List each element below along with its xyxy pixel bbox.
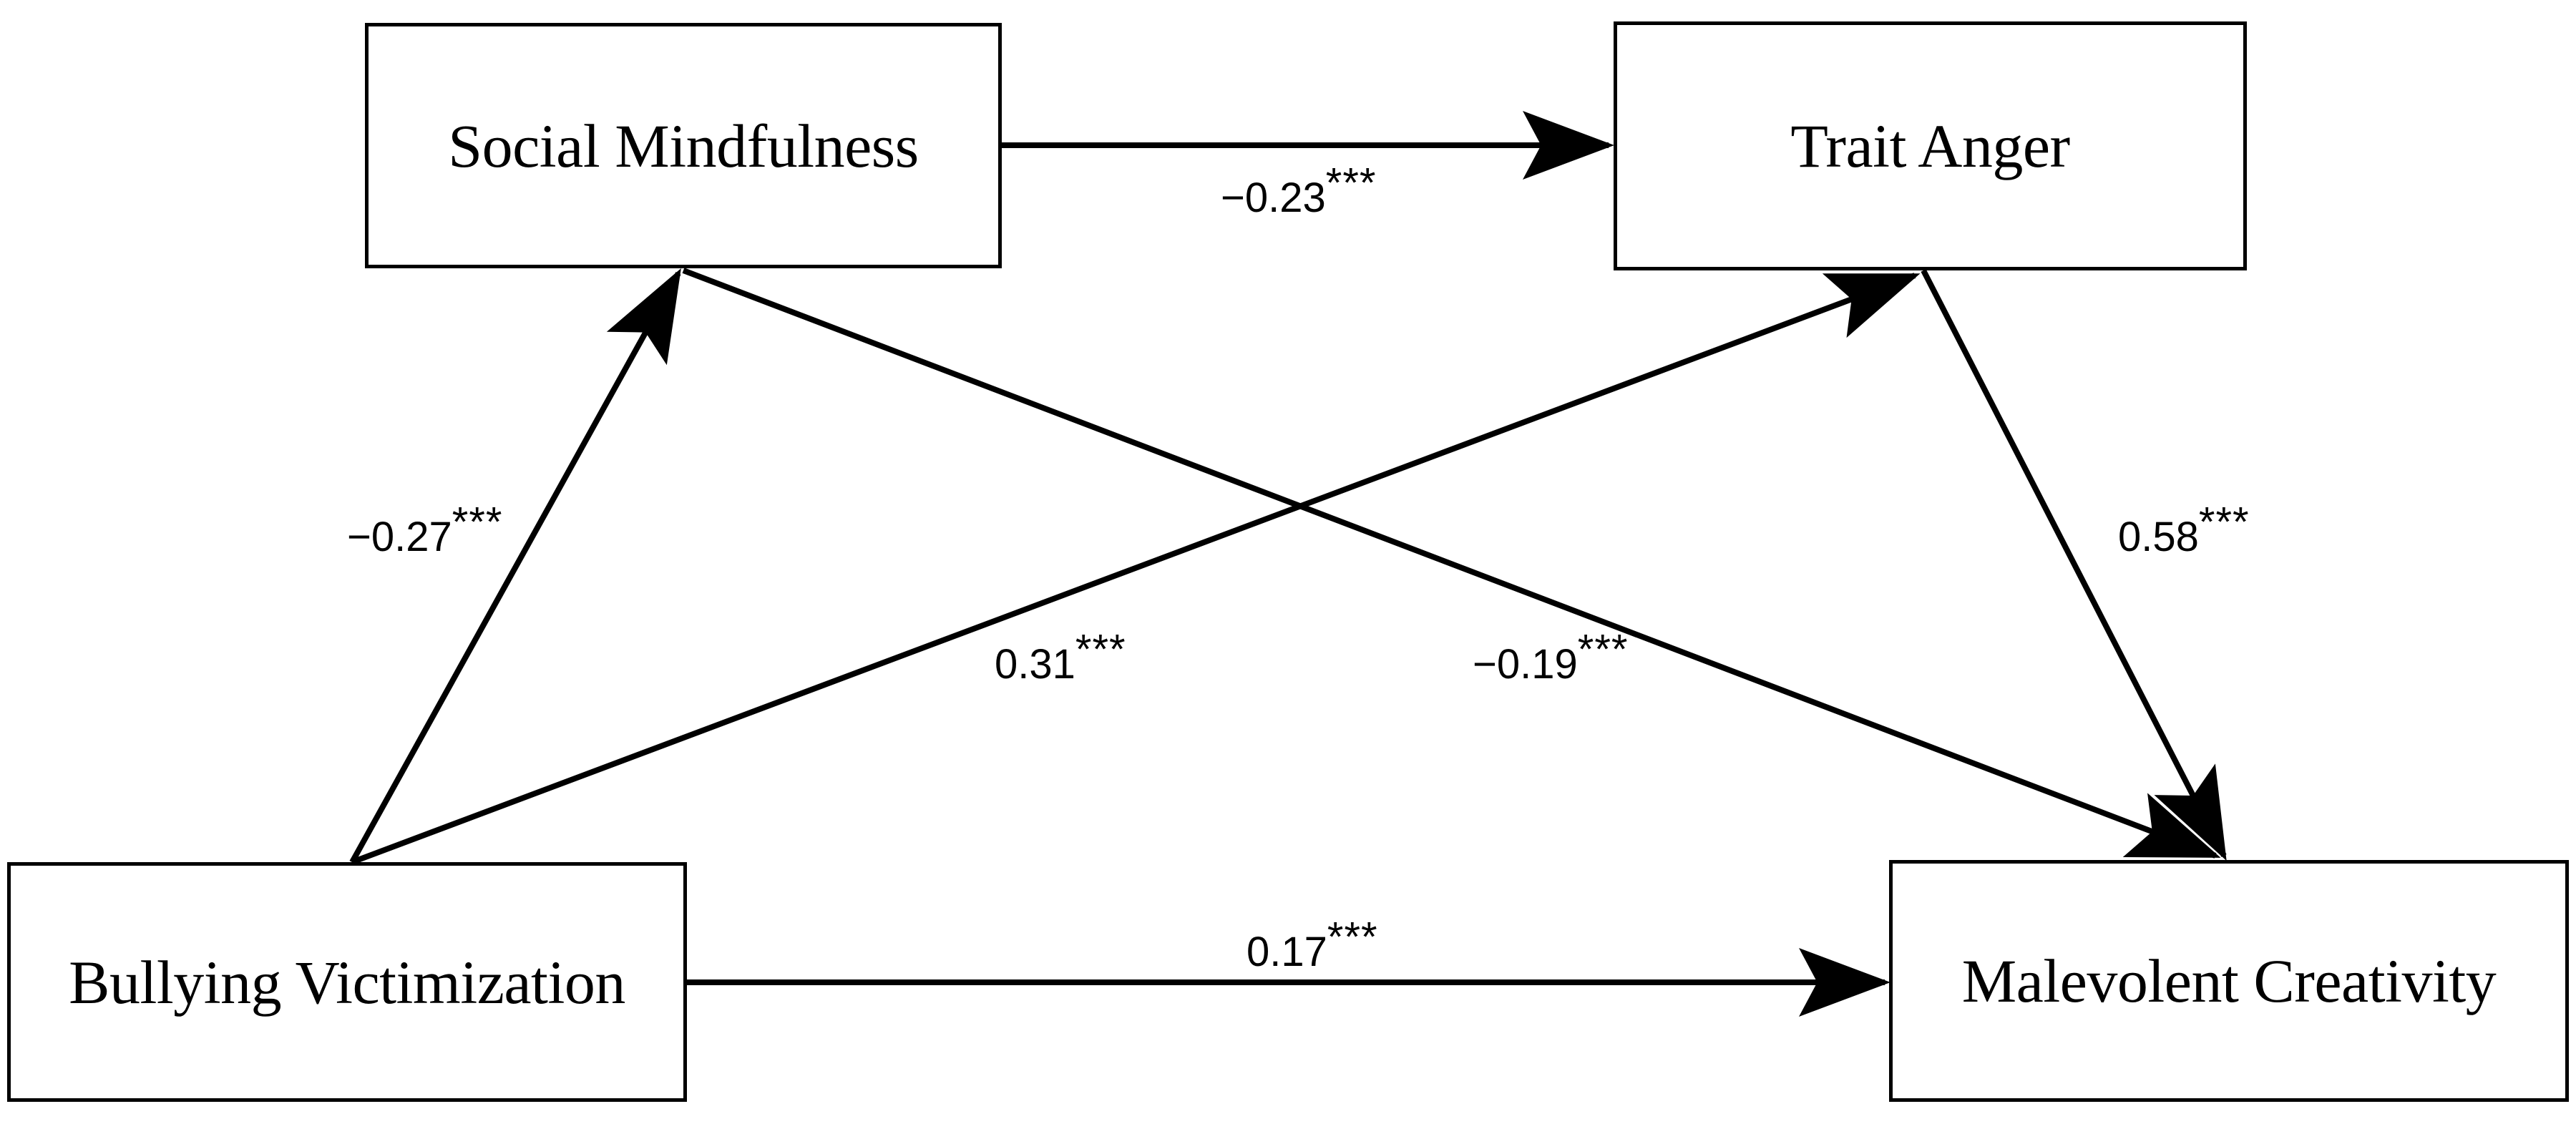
- node-malevolent-creativity[interactable]: Malevolent Creativity: [1889, 860, 2569, 1102]
- path-coefficient-bv-to-ta: 0.31: [995, 641, 1075, 688]
- node-label-malevolent-creativity: Malevolent Creativity: [1961, 947, 2497, 1015]
- path-coefficient-bv-to-mc: 0.17: [1246, 929, 1327, 975]
- path-label-bv-to-mc: 0.17***: [1246, 917, 1378, 975]
- node-label-social-mindfulness: Social Mindfulness: [448, 111, 919, 180]
- path-significance-ta-to-mc: ***: [2198, 499, 2250, 546]
- node-social-mindfulness[interactable]: Social Mindfulness: [365, 23, 1002, 268]
- path-significance-bv-to-mc: ***: [1327, 914, 1378, 961]
- path-significance-bv-to-ta: ***: [1075, 626, 1126, 673]
- node-label-trait-anger: Trait Anger: [1790, 112, 2070, 180]
- node-label-bullying-victimization: Bullying Victimization: [69, 947, 625, 1017]
- arrow-ta-to-mc: [1921, 269, 2227, 861]
- node-bullying-victimization[interactable]: Bullying Victimization: [7, 862, 687, 1102]
- path-coefficient-bv-to-sm: −0.27: [347, 514, 452, 560]
- path-significance-sm-to-mc: ***: [1577, 626, 1629, 673]
- path-label-sm-to-ta: −0.23***: [1221, 162, 1376, 221]
- arrow-sm-to-mc: [682, 268, 2221, 859]
- path-label-bv-to-sm: −0.27***: [347, 502, 502, 560]
- path-coefficient-ta-to-mc: 0.58: [2118, 514, 2199, 560]
- path-coefficient-sm-to-ta: −0.23: [1221, 175, 1326, 221]
- path-label-bv-to-ta: 0.31***: [995, 629, 1126, 688]
- path-significance-bv-to-sm: ***: [452, 499, 503, 546]
- path-label-sm-to-mc: −0.19***: [1473, 629, 1628, 688]
- path-significance-sm-to-ta: ***: [1325, 160, 1377, 207]
- arrow-bv-to-ta: [351, 273, 1921, 865]
- path-coefficient-sm-to-mc: −0.19: [1473, 641, 1578, 688]
- node-trait-anger[interactable]: Trait Anger: [1614, 21, 2247, 270]
- path-label-ta-to-mc: 0.58***: [2118, 502, 2250, 560]
- arrow-bv-to-sm: [349, 268, 681, 864]
